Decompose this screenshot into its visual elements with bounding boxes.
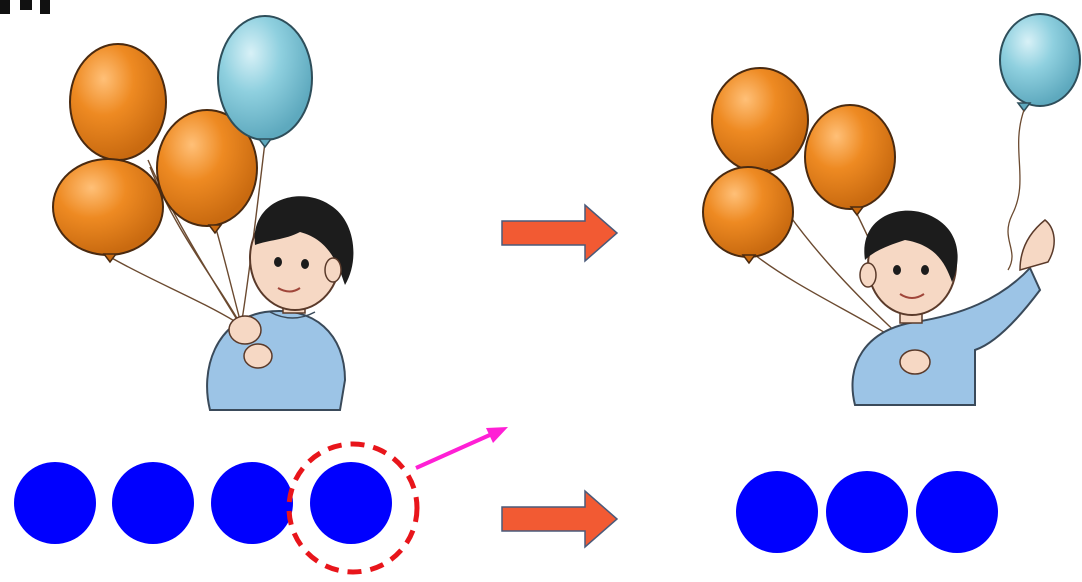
counter-dot-removed <box>310 462 392 544</box>
orange-balloon <box>711 67 809 180</box>
counter-dot <box>211 462 293 544</box>
balloon-strings <box>109 141 266 323</box>
before-counters <box>14 462 392 544</box>
orange-balloon <box>52 158 164 264</box>
counter-dot <box>14 462 96 544</box>
arrow-right-icon <box>501 489 619 549</box>
corner-fragment <box>0 0 50 14</box>
counter-dot <box>826 471 908 553</box>
blue-balloon <box>217 15 313 149</box>
orange-balloon <box>702 166 794 265</box>
floating-blue-balloon <box>999 13 1081 271</box>
before-scene <box>52 15 354 411</box>
orange-balloon <box>69 43 167 170</box>
pointer-arrow-icon <box>415 427 508 470</box>
dashed-circle-icon <box>286 441 420 575</box>
orange-balloon <box>804 104 896 217</box>
counter-dot <box>736 471 818 553</box>
orange-balloon <box>156 109 258 235</box>
counter-dot <box>916 471 998 553</box>
after-counters <box>736 471 998 553</box>
boy-holding-balloons-icon <box>206 196 354 411</box>
boy-waving-icon <box>851 210 1055 406</box>
arrow-right-icon <box>501 203 619 263</box>
after-scene <box>702 13 1081 406</box>
counter-dot <box>112 462 194 544</box>
